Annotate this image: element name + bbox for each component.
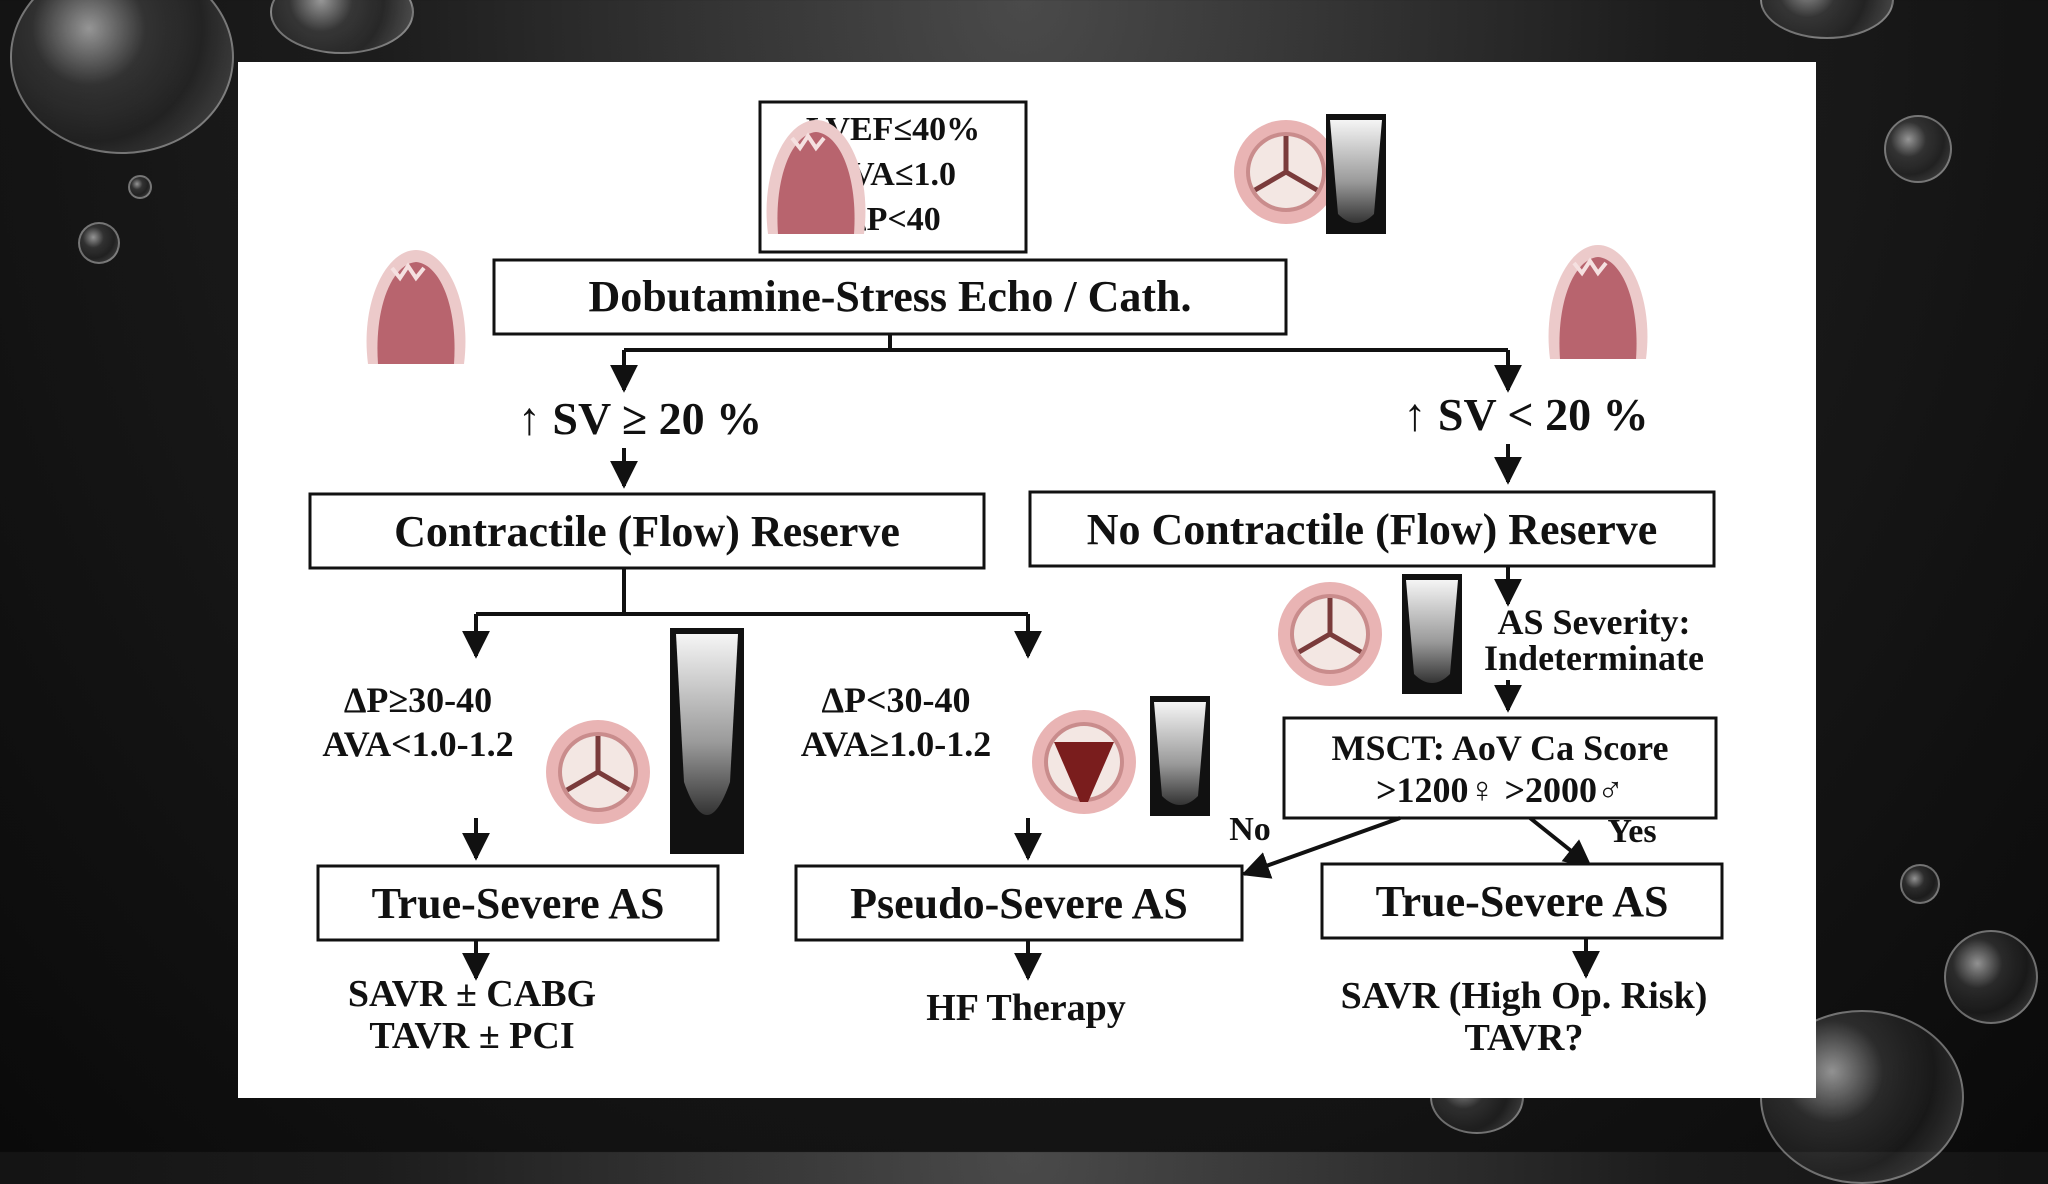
severity-value: Indeterminate <box>1484 638 1704 678</box>
right-treatment-1: SAVR (High Op. Risk) <box>1341 975 1708 1017</box>
doppler-illustration <box>1402 574 1462 694</box>
severity-label: AS Severity: <box>1498 602 1691 642</box>
msct-thresholds: >1200♀ >2000♂ <box>1376 770 1624 810</box>
left-sv-label: ↑ SV ≥ 20 % <box>518 393 762 444</box>
background-bubble <box>270 0 414 54</box>
left-reserve-box: Contractile (Flow) Reserve <box>394 507 900 556</box>
valve-illustration <box>1234 120 1338 224</box>
valve-illustration <box>546 720 650 824</box>
doppler-illustration <box>1326 114 1386 234</box>
branch-a-treatment-2: TAVR ± PCI <box>369 1015 574 1057</box>
right-treatment-2: TAVR? <box>1465 1017 1584 1059</box>
heart-illustration <box>364 248 468 366</box>
yes-label: Yes <box>1607 813 1656 850</box>
background-bubble <box>78 222 120 264</box>
background-bubble <box>128 175 152 199</box>
doppler-illustration <box>1150 696 1210 816</box>
flowchart: LVEF≤40% AVA≤1.0 ΔP<40 Dobutamine-Stress… <box>308 100 1724 1059</box>
branch-b-dp: ΔP<30-40 <box>821 680 970 720</box>
msct-label: MSCT: AoV Ca Score <box>1332 728 1669 768</box>
branch-a-result: True-Severe AS <box>372 879 665 928</box>
background-bubble <box>1900 864 1940 904</box>
stenotic-valve-illustration <box>1032 710 1136 814</box>
background-bubble <box>10 0 234 154</box>
valve-illustration <box>1278 582 1382 686</box>
branch-b-ava: AVA≥1.0-1.2 <box>801 724 991 764</box>
branch-b-result: Pseudo-Severe AS <box>850 879 1188 928</box>
branch-a-treatment-1: SAVR ± CABG <box>348 973 596 1015</box>
right-result: True-Severe AS <box>1376 877 1669 926</box>
branch-a-dp: ΔP≥30-40 <box>344 680 492 720</box>
heart-illustration <box>1546 243 1650 361</box>
right-sv-label: ↑ SV < 20 % <box>1403 389 1648 440</box>
branch-b-treatment: HF Therapy <box>926 987 1126 1029</box>
background-bubble <box>1944 930 2038 1024</box>
background-bubble <box>1884 115 1952 183</box>
stress-test-title: Dobutamine-Stress Echo / Cath. <box>588 272 1191 321</box>
diagram-slide: LVEF≤40% AVA≤1.0 ΔP<40 Dobutamine-Stress… <box>238 62 1816 1098</box>
right-reserve-box: No Contractile (Flow) Reserve <box>1087 505 1658 554</box>
background-bubble <box>1760 0 1894 39</box>
no-label: No <box>1229 811 1271 848</box>
branch-a-ava: AVA<1.0-1.2 <box>322 724 513 764</box>
